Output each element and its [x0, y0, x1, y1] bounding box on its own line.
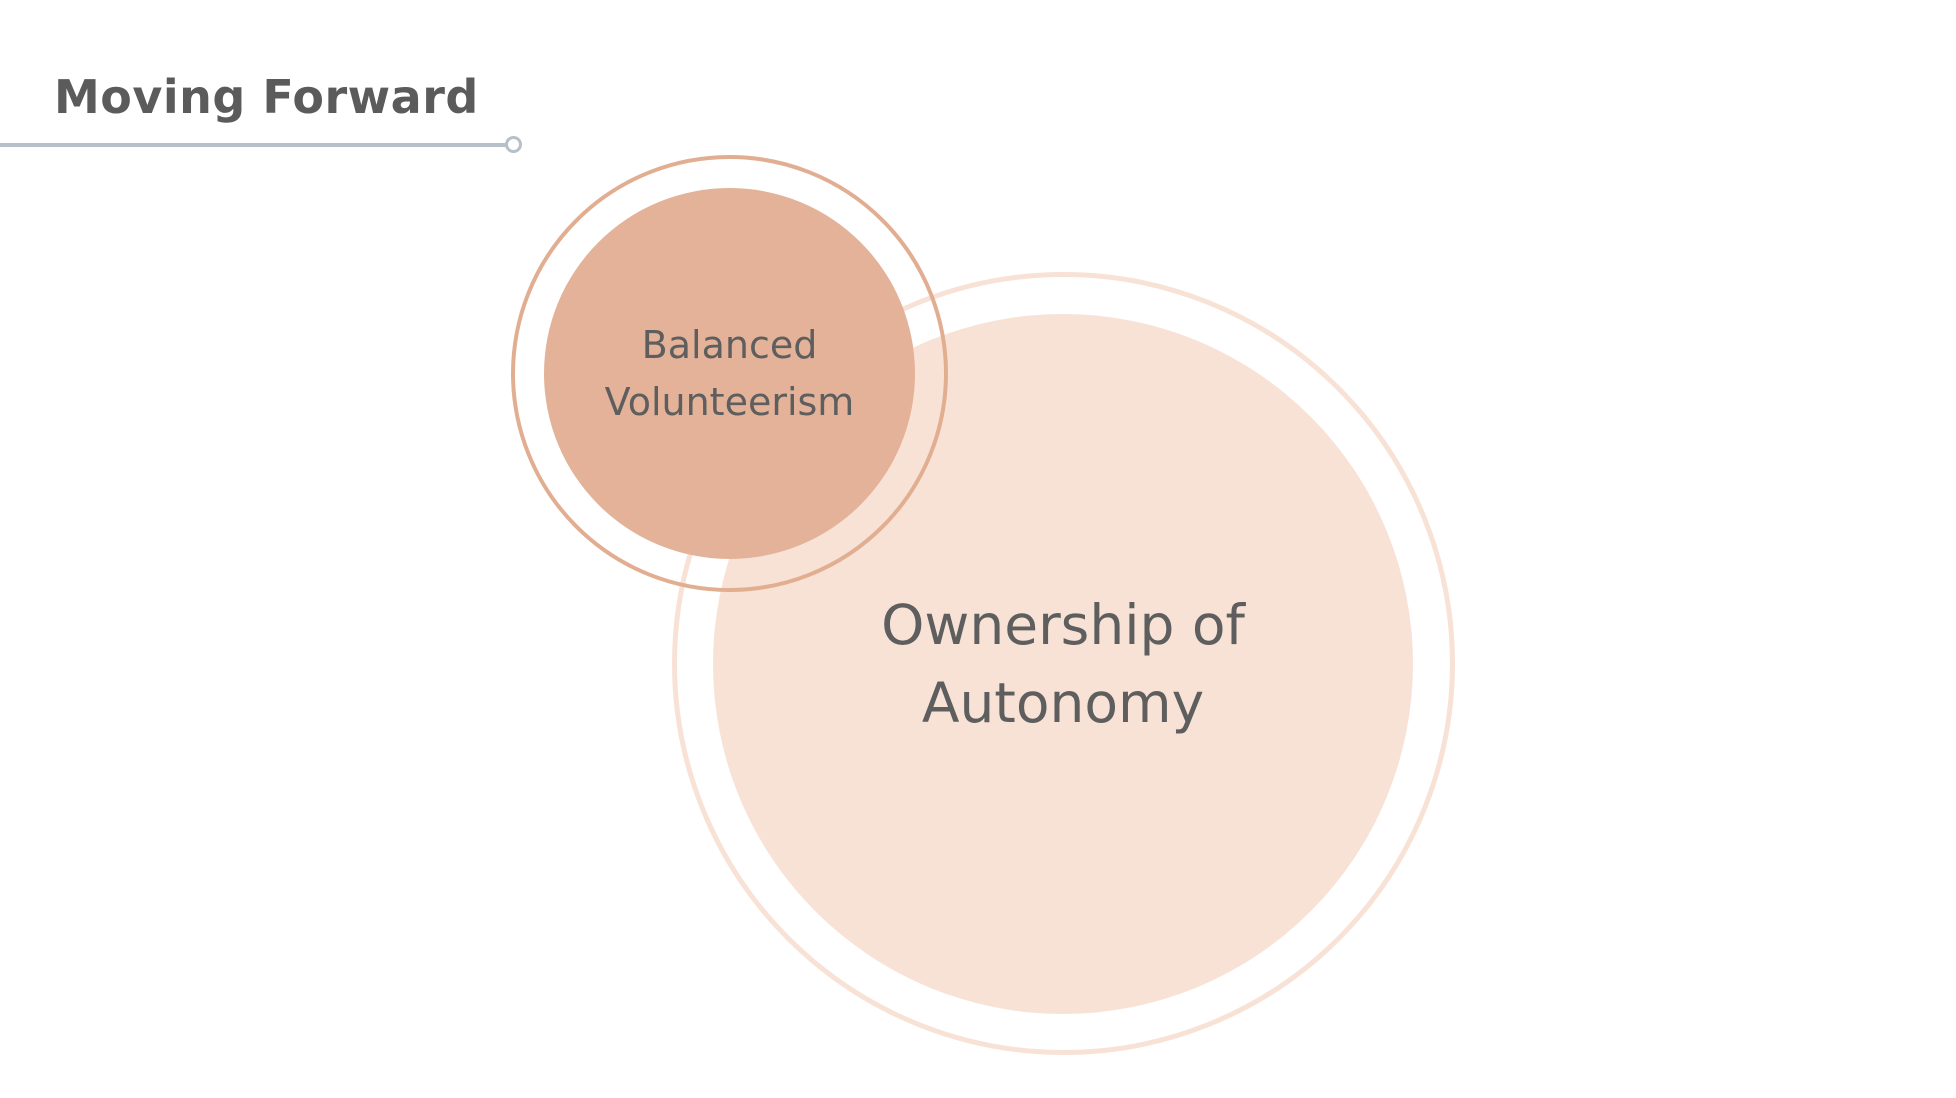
volunteerism-label-line-1: Balanced: [641, 322, 818, 367]
slide-title: Moving Forward: [54, 70, 479, 124]
volunteerism-label: Balanced Volunteerism: [544, 188, 915, 559]
ownership-label-line-2: Autonomy: [921, 671, 1205, 735]
ownership-label-line-1: Ownership of: [881, 593, 1245, 657]
underline-end-dot-icon: [505, 136, 522, 153]
volunteerism-outer-ring: [511, 155, 948, 592]
volunteerism-circle: [544, 188, 915, 559]
volunteerism-label-line-2: Volunteerism: [604, 379, 855, 424]
title-underline: [0, 143, 512, 147]
ownership-label: Ownership of Autonomy: [713, 314, 1413, 1014]
